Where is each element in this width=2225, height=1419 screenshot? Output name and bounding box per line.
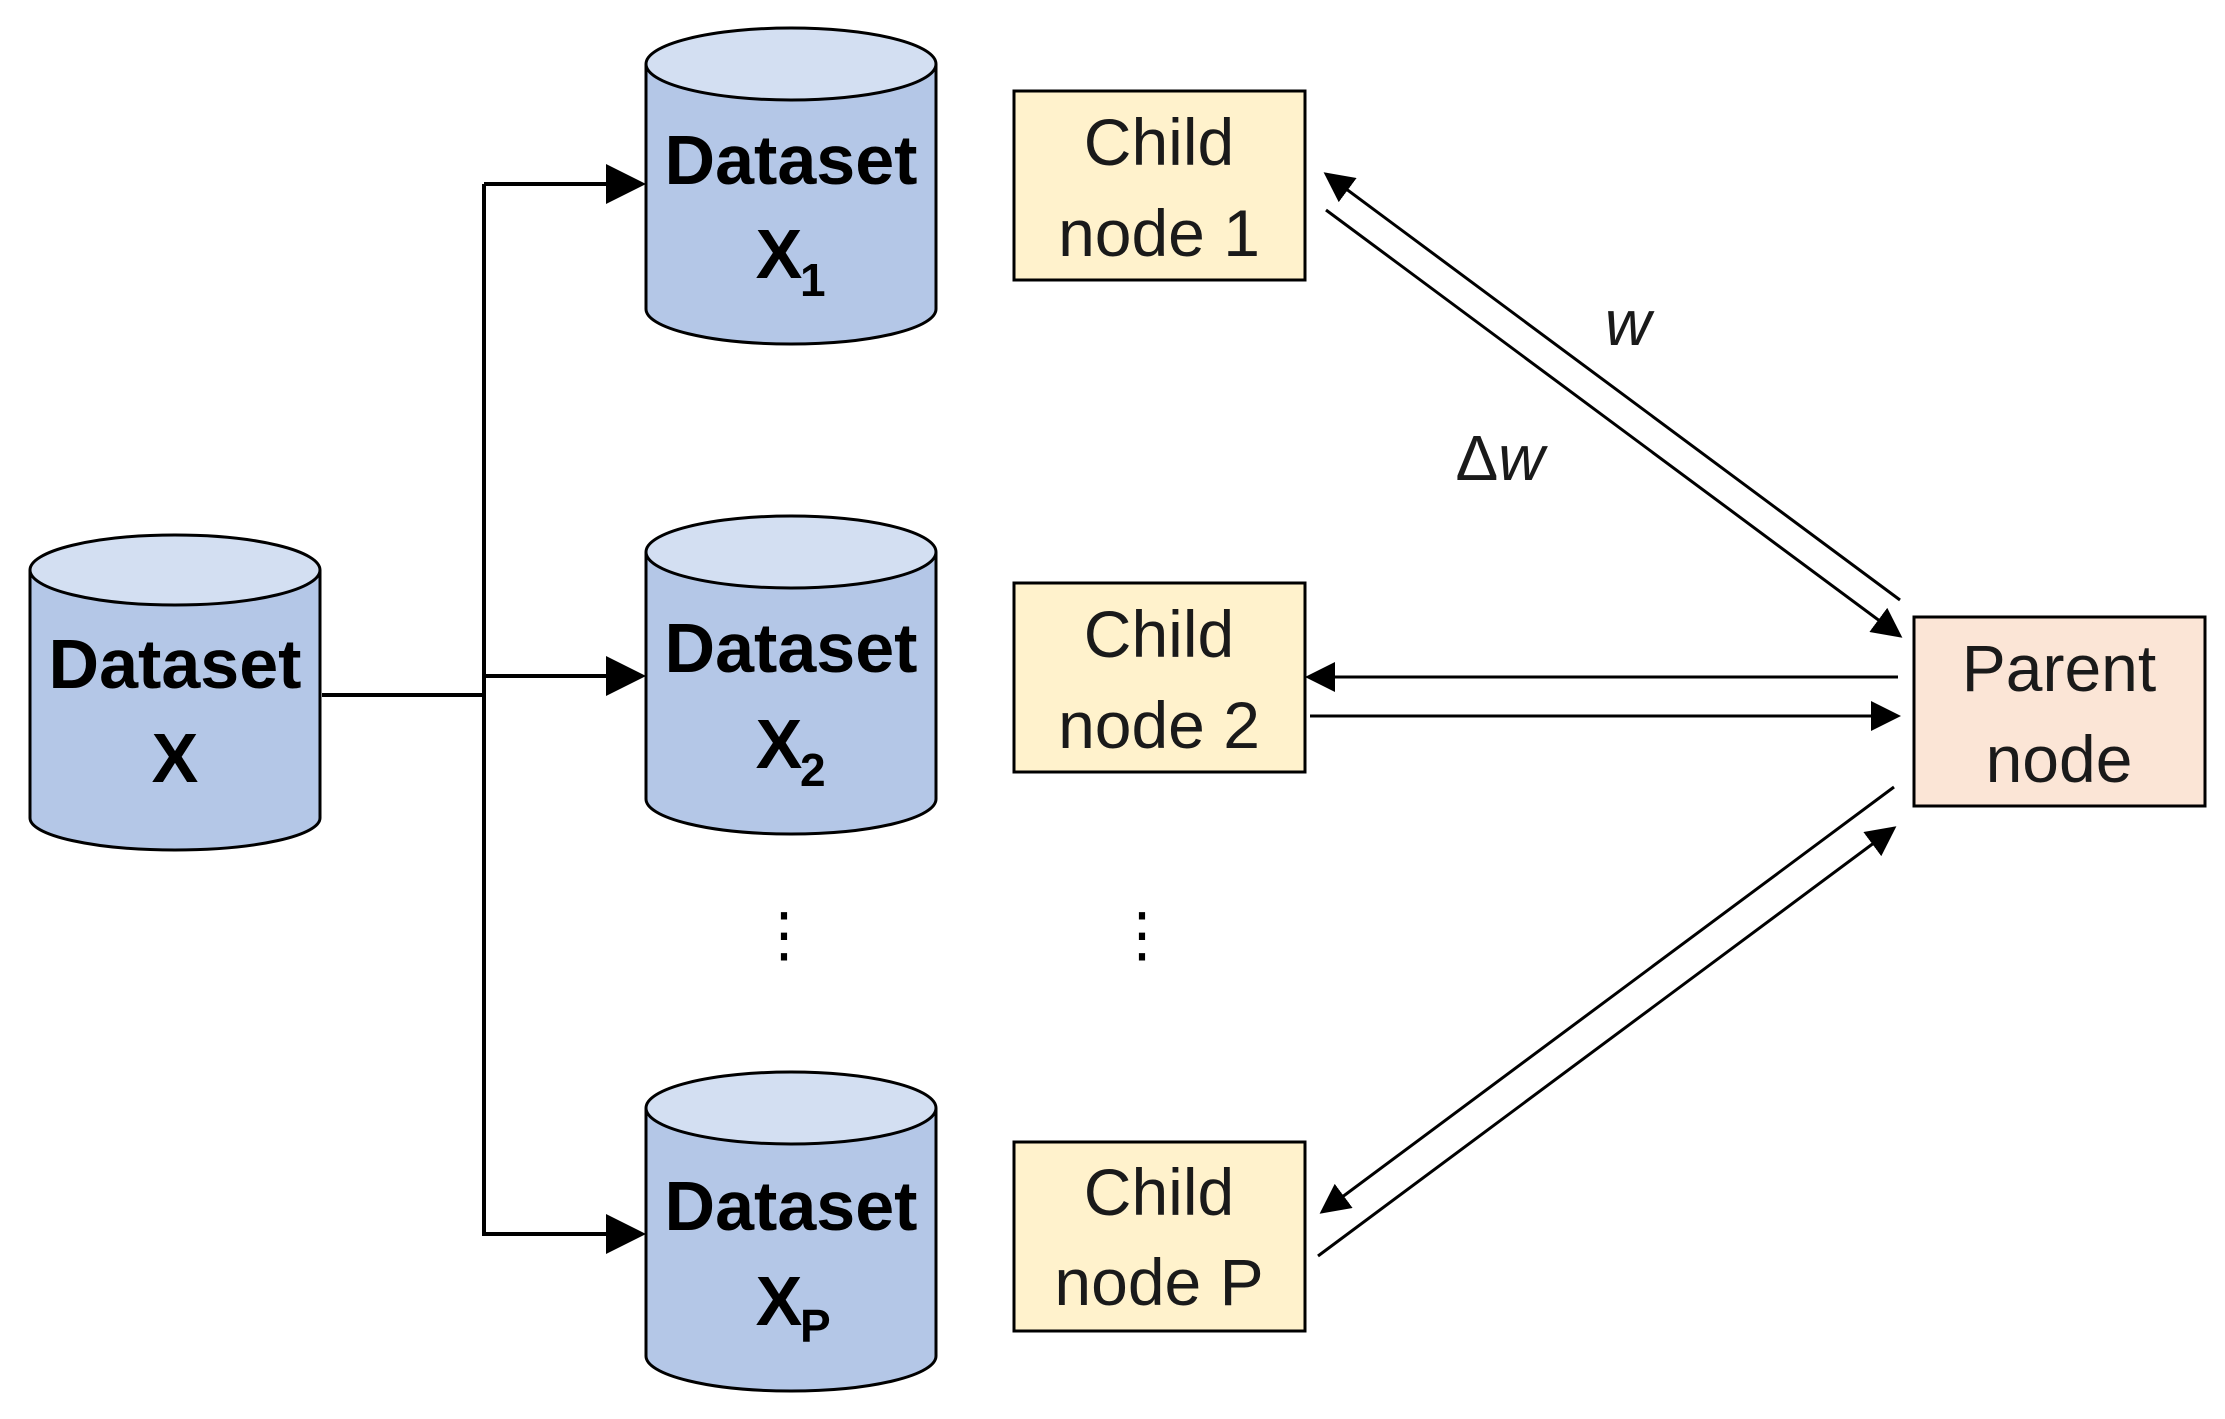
child-ellipsis: ⋮ xyxy=(1112,900,1172,970)
weight-update-label: Δw xyxy=(1456,422,1549,494)
child-node-p-line2: node P xyxy=(1054,1245,1263,1319)
arrow-child-1-to-parent xyxy=(1325,208,1903,638)
child-node-2: Child node 2 xyxy=(1012,581,1307,774)
child-node-p-line1: Child xyxy=(1084,1155,1234,1229)
dataset-x1-label-line1: Dataset xyxy=(665,121,918,199)
cylinder-top xyxy=(28,533,322,607)
child-node-2-line1: Child xyxy=(1084,597,1234,671)
parent-node: Parent node xyxy=(1912,615,2207,808)
dataset-x-cylinder: Dataset X xyxy=(28,533,322,852)
dataset-x1-label-line2: X xyxy=(756,215,803,293)
dataset-xp-subscript: P xyxy=(800,1300,831,1352)
parent-node-line1: Parent xyxy=(1962,631,2156,705)
cylinder-body xyxy=(28,570,322,852)
dataset-xp-cylinder: Dataset X P xyxy=(644,1070,938,1393)
cylinder-top xyxy=(644,514,938,590)
dataset-x2-cylinder: Dataset X 2 xyxy=(644,514,938,836)
child-node-p: Child node P xyxy=(1012,1140,1307,1333)
dataset-x2-label-line1: Dataset xyxy=(665,609,918,687)
arrow-parent-to-child-p xyxy=(1319,785,1895,1214)
child-node-box xyxy=(1012,581,1307,774)
dataset-ellipsis: ⋮ xyxy=(754,900,814,970)
child-node-1: Child node 1 xyxy=(1012,89,1307,282)
arrow-child-p-to-parent xyxy=(1317,826,1897,1258)
dataset-x-label-line1: Dataset xyxy=(49,625,302,703)
delta-symbol: Δ xyxy=(1456,422,1499,494)
cylinder-body xyxy=(644,552,938,836)
cylinder-top xyxy=(644,26,938,102)
exchange-arrows xyxy=(1305,172,1903,1258)
dataset-xp-label-line1: Dataset xyxy=(665,1167,918,1245)
distribution-connectors xyxy=(322,164,646,1254)
child-node-1-line2: node 1 xyxy=(1058,196,1260,270)
arrow-parent-to-child-1 xyxy=(1323,172,1901,602)
dataset-xp-label-line2: X xyxy=(756,1262,803,1340)
dataset-x1-subscript: 1 xyxy=(800,254,826,306)
dataset-x-label-line2: X xyxy=(152,719,199,797)
delta-variable: w xyxy=(1498,422,1548,494)
parent-node-line2: node xyxy=(1986,722,2133,796)
parent-node-box xyxy=(1912,615,2207,808)
dataset-x2-label-line2: X xyxy=(756,705,803,783)
cylinder-top xyxy=(644,1070,938,1146)
child-node-box xyxy=(1012,89,1307,282)
cylinder-body xyxy=(644,1108,938,1393)
child-node-box xyxy=(1012,1140,1307,1333)
child-node-2-line2: node 2 xyxy=(1058,688,1260,762)
weights-label: w xyxy=(1605,287,1655,359)
dataset-x2-subscript: 2 xyxy=(800,744,826,796)
dataset-x1-cylinder: Dataset X 1 xyxy=(644,26,938,346)
cylinder-body xyxy=(644,64,938,346)
child-node-1-line1: Child xyxy=(1084,105,1234,179)
